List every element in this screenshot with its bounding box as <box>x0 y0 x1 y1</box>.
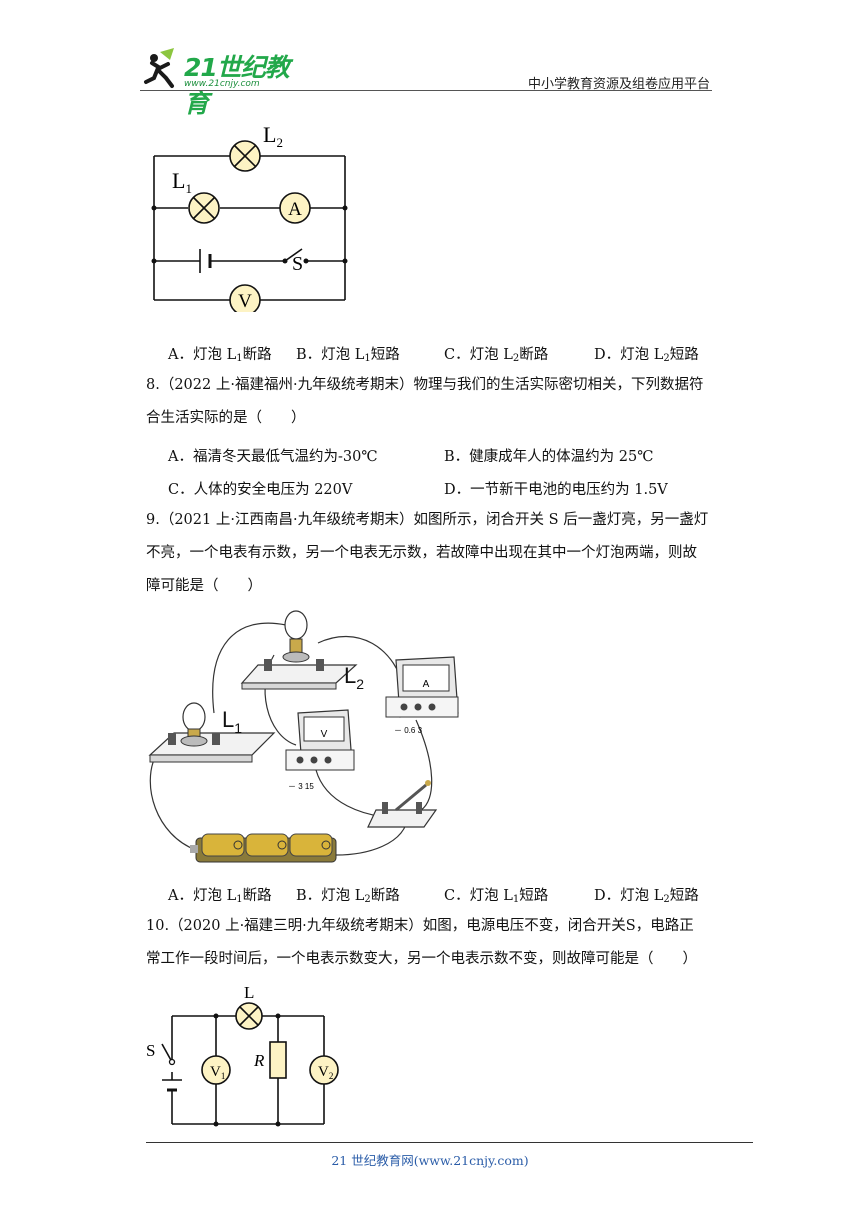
q9-option-d[interactable]: D．灯泡 L2短路 <box>594 888 699 905</box>
q9-option-c[interactable]: C．灯泡 L1短路 <box>444 888 549 905</box>
lamp-l1-label: L1 <box>172 168 192 196</box>
voltmeter-scale-label: － 3 15 <box>288 782 314 791</box>
logo-url: www.21cnjy.com <box>184 79 260 89</box>
q8-option-b[interactable]: B．健康成年人的体温约为 25℃ <box>444 449 654 465</box>
battery-pack-icon <box>190 833 337 863</box>
q7-option-b[interactable]: B．灯泡 L1短路 <box>296 347 400 364</box>
resistor-label: R <box>253 1051 265 1070</box>
header-divider <box>140 90 712 91</box>
q7-option-d[interactable]: D．灯泡 L2短路 <box>594 347 699 364</box>
ammeter-label: A <box>288 199 302 220</box>
ammeter-device: A － 0.6 3 <box>385 656 459 735</box>
resistor-icon <box>269 1041 287 1079</box>
circuit-diagram-2: L2 L1 A － 0.6 3 V － 3 15 <box>148 610 459 863</box>
q8-line-2: 合生活实际的是（ ） <box>146 410 306 426</box>
q8-option-c[interactable]: C．人体的安全电压为 220V <box>168 482 353 498</box>
lamp-l2-label: L2 <box>263 122 283 150</box>
q9-option-a[interactable]: A．灯泡 L1断路 <box>168 888 272 905</box>
q9-line-3: 障可能是（ ） <box>146 578 262 594</box>
footer-link[interactable]: 21 世纪教育网(www.21cnjy.com) <box>331 1153 529 1168</box>
lamp-l-icon <box>235 1002 263 1030</box>
q8-line-1: 8.（2022 上·福建福州·九年级统考期末）物理与我们的生活实际密切相关，下列… <box>146 377 704 393</box>
voltmeter-device: V － 3 15 <box>285 709 355 791</box>
bulb-l2-icon <box>284 610 308 640</box>
q7-option-a[interactable]: A．灯泡 L1断路 <box>168 347 272 364</box>
question-8: 8.（2022 上·福建福州·九年级统考期末）物理与我们的生活实际密切相关，下列… <box>146 369 721 435</box>
circuit-diagram-3: L S V1 R V2 <box>146 983 339 1127</box>
q10-line-2: 常工作一段时间后，一个电表示数变大，另一个电表示数不变，则故障可能是（ ） <box>146 951 697 967</box>
lamp-l-label: L <box>244 983 254 1002</box>
v2-label: V2 <box>318 1064 333 1081</box>
platform-name: 中小学教育资源及组卷应用平台 <box>527 77 710 92</box>
voltmeter-icon <box>229 284 261 312</box>
voltmeter-face-label: V <box>321 729 328 740</box>
ammeter-scale-label: － 0.6 3 <box>394 726 423 735</box>
battery-icon <box>199 249 212 273</box>
q10-line-1: 10.（2020 上·福建三明·九年级统考期末）如图，电源电压不变，闭合开关S，… <box>146 918 694 934</box>
bulb-l1-icon <box>182 702 206 732</box>
q9-option-b[interactable]: B．灯泡 L2断路 <box>296 888 400 905</box>
battery-icon <box>162 1079 182 1092</box>
q8-option-d[interactable]: D．一节新干电池的电压约为 1.5V <box>444 482 668 498</box>
voltmeter-v2-icon <box>309 1055 339 1085</box>
ammeter-face-label: A <box>423 679 430 690</box>
lamp-l2-board <box>240 610 358 690</box>
site-logo: 21世纪教育 www.21cnjy.com <box>140 42 310 118</box>
voltmeter-label: V <box>238 291 252 312</box>
runner-logo-icon <box>144 48 174 88</box>
switch-contact-icon <box>168 1058 176 1066</box>
q7-option-c[interactable]: C．灯泡 L2断路 <box>444 347 549 364</box>
lamp-l1-icon <box>188 192 220 224</box>
q9-line-2: 不亮，一个电表有示数，另一个电表无示数，若故障中出现在其中一个灯泡两端，则故 <box>146 545 697 561</box>
knife-switch-icon <box>367 780 438 828</box>
switch-s-label: S <box>146 1041 155 1060</box>
switch-label: S <box>292 253 303 275</box>
v1-label: V1 <box>210 1064 225 1081</box>
circuit-diagram-1: L2 L1 A V S <box>151 122 348 312</box>
figure2-l1-label: L1 <box>222 707 242 736</box>
question-10: 10.（2020 上·福建三明·九年级统考期末）如图，电源电压不变，闭合开关S，… <box>146 910 736 976</box>
lamp-l2-icon <box>229 140 261 172</box>
footer-divider <box>146 1142 753 1143</box>
voltmeter-v1-icon <box>201 1055 231 1085</box>
q8-option-a[interactable]: A．福清冬天最低气温约为-30℃ <box>168 449 378 465</box>
ammeter-icon <box>279 192 311 224</box>
question-9: 9.（2021 上·江西南昌·九年级统考期末）如图所示，闭合开关 S 后一盏灯亮… <box>146 504 721 603</box>
q9-line-1: 9.（2021 上·江西南昌·九年级统考期末）如图所示，闭合开关 S 后一盏灯亮… <box>146 512 709 528</box>
logo-text: 21世纪教育 <box>184 53 290 118</box>
lamp-l1-board <box>148 702 276 763</box>
figure2-l2-label: L2 <box>344 663 364 692</box>
